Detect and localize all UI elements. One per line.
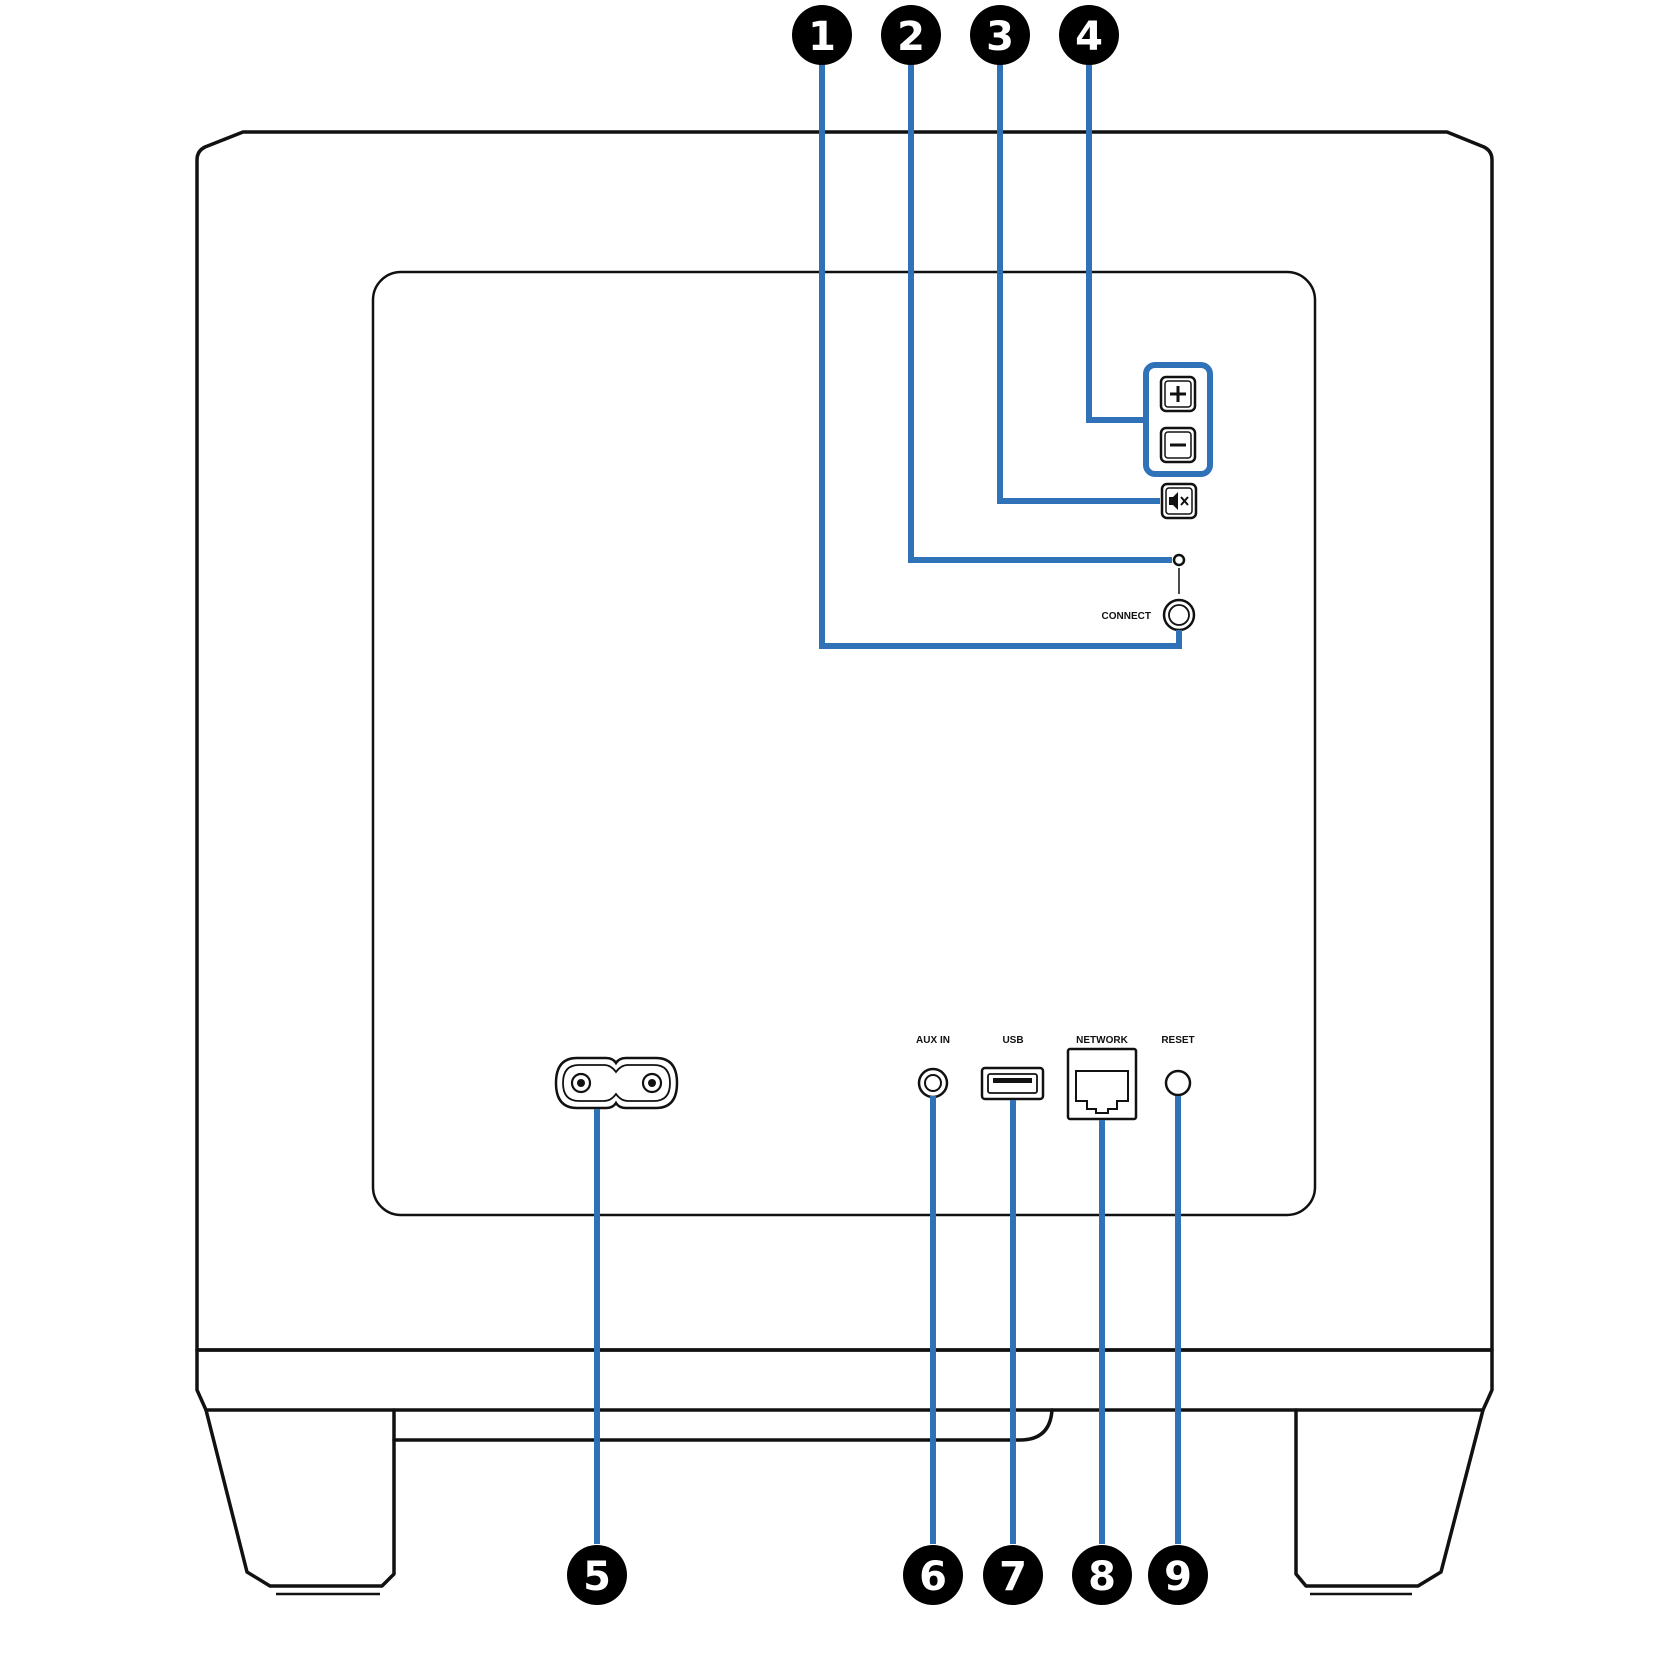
callout-8-number: 8 xyxy=(1088,1554,1116,1600)
callout-2-number: 2 xyxy=(897,14,925,60)
aux-in-label: AUX IN xyxy=(916,1035,950,1046)
base-band xyxy=(195,1348,1494,1412)
volume-buttons xyxy=(1159,375,1197,464)
reset-button xyxy=(1164,1069,1192,1097)
callout-7: 7 xyxy=(983,1545,1043,1605)
ac-inlet xyxy=(554,1056,679,1110)
inner-panel xyxy=(371,270,1317,1217)
callout-6: 6 xyxy=(903,1545,963,1605)
callout-5: 5 xyxy=(567,1545,627,1605)
mute-button xyxy=(1160,482,1198,520)
base-crossbar xyxy=(392,1408,1054,1442)
plus-icon xyxy=(1170,386,1186,402)
callout-1-number: 1 xyxy=(808,14,836,60)
callout-1: 1 xyxy=(792,5,852,65)
callout-4-number: 4 xyxy=(1075,14,1103,60)
cabinet-outline xyxy=(195,130,1494,1352)
volume-buttons-highlight xyxy=(1143,362,1213,477)
network-label: NETWORK xyxy=(1076,1035,1128,1046)
left-foot xyxy=(204,1408,396,1588)
leader-lines xyxy=(594,62,1213,1544)
usb-port xyxy=(980,1066,1045,1101)
callout-4: 4 xyxy=(1059,5,1119,65)
callout-8: 8 xyxy=(1072,1545,1132,1605)
cabinet-body xyxy=(195,130,1494,1352)
callout-9-number: 9 xyxy=(1164,1554,1192,1600)
callout-6-number: 6 xyxy=(919,1554,947,1600)
callout-badges: 1 2 3 4 5 6 7 xyxy=(567,5,1208,1605)
cabinet-base xyxy=(195,1348,1494,1596)
connect-button xyxy=(1162,598,1196,632)
network-port xyxy=(1066,1047,1138,1121)
connect-label: CONNECT xyxy=(1102,611,1151,622)
leader-2 xyxy=(908,62,1172,563)
leader-4 xyxy=(1086,62,1145,423)
callout-3: 3 xyxy=(970,5,1030,65)
leader-3 xyxy=(997,62,1160,504)
callout-3-number: 3 xyxy=(986,14,1014,60)
usb-label: USB xyxy=(1002,1035,1023,1046)
callout-9: 9 xyxy=(1148,1545,1208,1605)
status-indicator xyxy=(1172,553,1186,594)
speaker-mute-icon xyxy=(1169,492,1189,510)
reset-label: RESET xyxy=(1161,1035,1194,1046)
callout-5-number: 5 xyxy=(583,1554,611,1600)
callout-7-number: 7 xyxy=(999,1554,1027,1600)
right-foot xyxy=(1294,1408,1485,1588)
leader-1 xyxy=(819,62,1182,649)
callout-2: 2 xyxy=(881,5,941,65)
aux-in-jack xyxy=(917,1067,949,1099)
